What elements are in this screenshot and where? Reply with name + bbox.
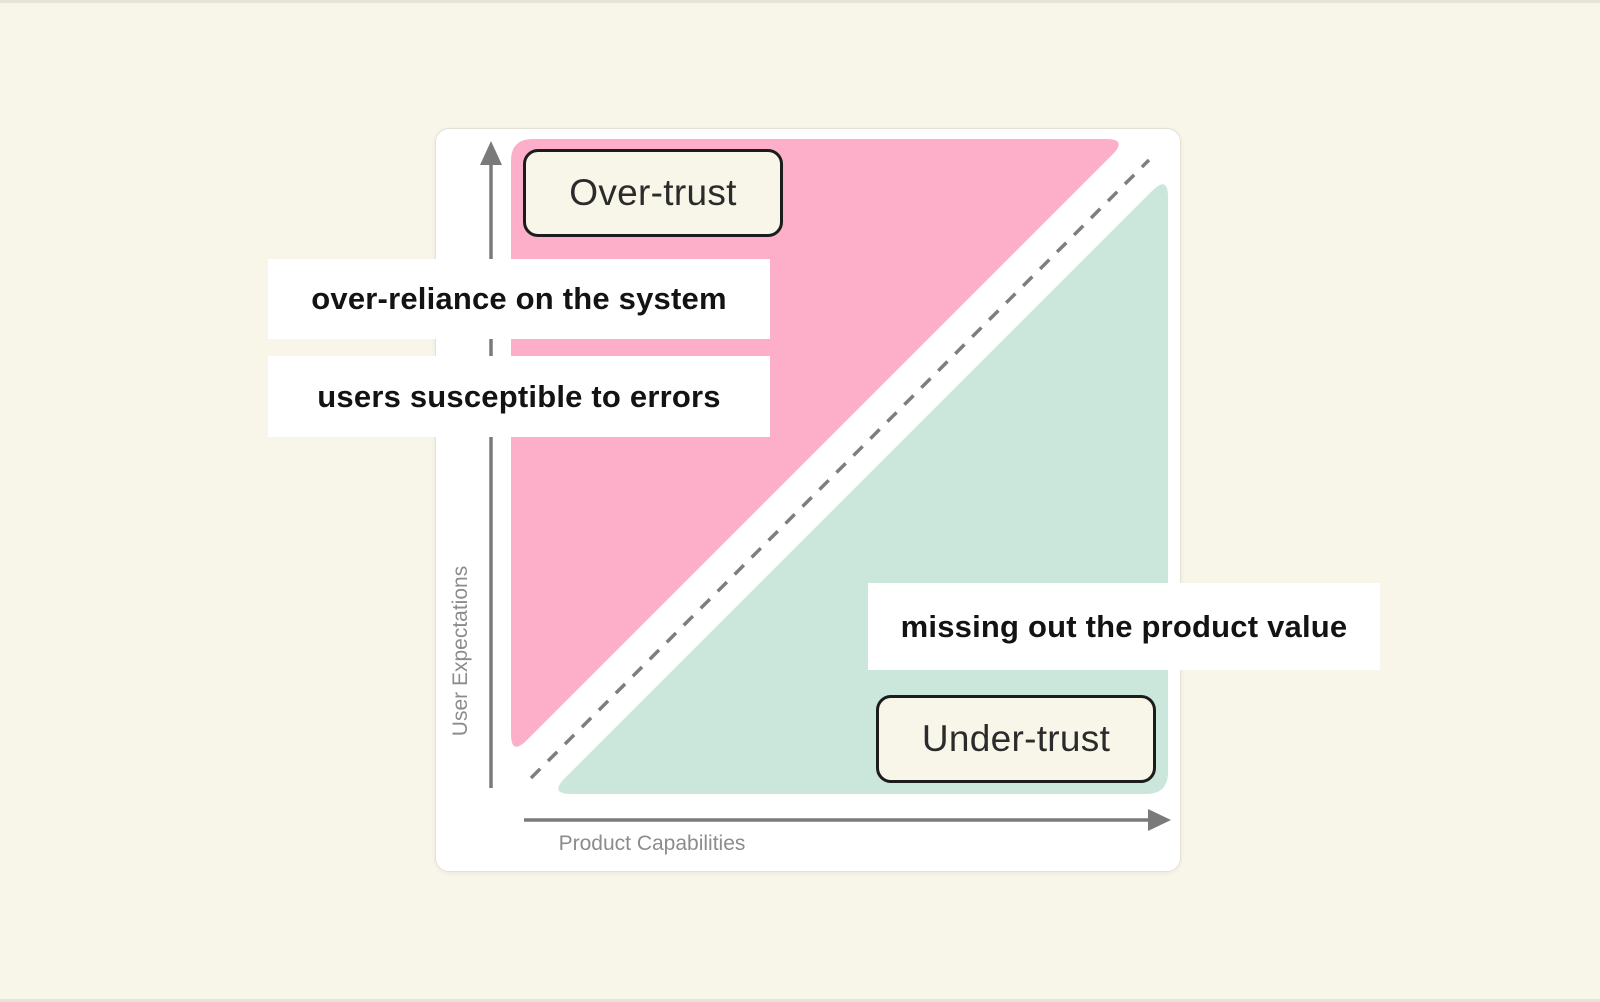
annotation-missing-value-label: missing out the product value — [900, 608, 1348, 644]
over-trust-badge-label: Over-trust — [569, 172, 737, 213]
annotation-users-susceptible: users susceptible to errors — [268, 356, 770, 437]
under-trust-badge-label: Under-trust — [921, 718, 1111, 759]
annotation-users-susceptible-label: users susceptible to errors — [317, 378, 721, 414]
y-axis-label: User Expectations — [449, 565, 472, 737]
x-axis-label: Product Capabilities — [558, 832, 746, 855]
annotation-missing-value: missing out the product value — [868, 583, 1380, 670]
annotation-over-reliance-label: over-reliance on the system — [311, 281, 727, 316]
under-trust-badge: Under-trust — [876, 695, 1156, 783]
y-axis-arrowhead — [480, 141, 502, 165]
diagonal-dashed-line — [529, 158, 1151, 780]
frame-edge-top — [0, 0, 1600, 3]
over-trust-badge: Over-trust — [523, 149, 783, 237]
x-axis-arrowhead — [1148, 809, 1171, 831]
frame-edge-bottom — [0, 999, 1600, 1002]
annotation-over-reliance: over-reliance on the system — [268, 259, 770, 339]
